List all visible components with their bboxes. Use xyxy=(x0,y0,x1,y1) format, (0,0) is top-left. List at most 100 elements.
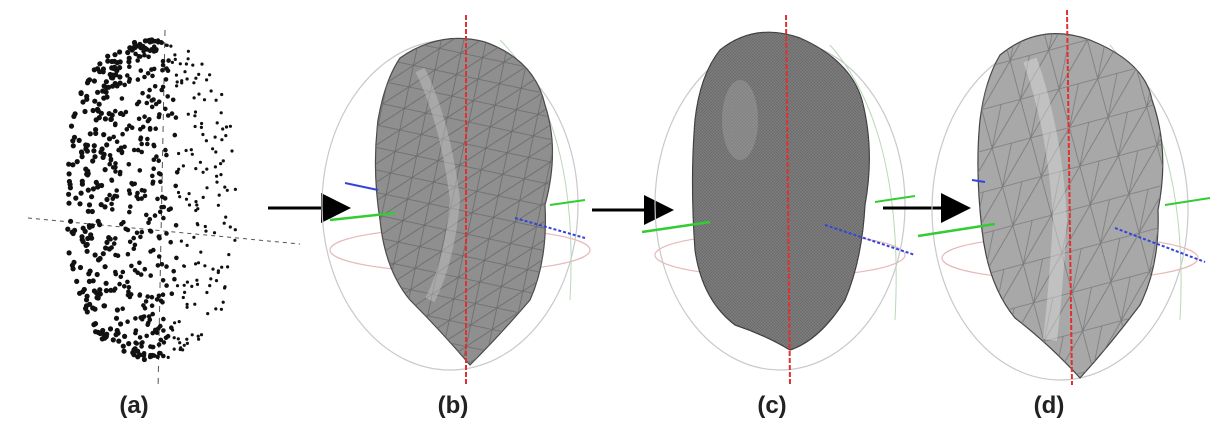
cloud-point xyxy=(148,126,153,131)
cloud-point xyxy=(145,142,150,147)
cloud-point xyxy=(130,182,135,187)
cloud-point xyxy=(133,268,138,273)
cloud-point xyxy=(109,158,114,163)
cloud-point xyxy=(120,149,125,154)
cloud-point xyxy=(196,222,199,225)
cloud-point xyxy=(104,288,109,293)
cloud-point xyxy=(71,143,76,148)
cloud-point xyxy=(191,333,194,336)
cloud-point xyxy=(217,271,220,274)
cloud-point xyxy=(190,148,193,151)
cloud-point xyxy=(81,226,86,231)
cloud-point xyxy=(192,236,195,239)
cloud-point xyxy=(134,194,139,199)
cloud-point xyxy=(105,59,110,64)
cloud-point xyxy=(175,74,178,77)
cloud-point xyxy=(119,146,124,151)
cloud-point xyxy=(143,267,148,272)
cloud-point xyxy=(226,189,229,192)
cloud-point xyxy=(114,188,119,193)
cloud-point xyxy=(93,252,98,257)
cloud-point xyxy=(175,170,180,175)
cloud-point xyxy=(180,81,183,84)
cloud-point xyxy=(97,61,102,66)
cloud-point xyxy=(77,201,82,206)
cloud-point xyxy=(200,122,203,125)
cloud-point xyxy=(220,111,223,114)
cloud-point xyxy=(185,149,188,152)
cloud-point xyxy=(171,61,174,64)
cloud-point xyxy=(164,66,169,71)
cloud-point xyxy=(73,111,78,116)
cloud-point xyxy=(161,292,166,297)
cloud-point xyxy=(79,91,84,96)
cloud-point xyxy=(128,240,133,245)
cloud-point xyxy=(112,52,117,57)
cloud-point xyxy=(163,107,168,112)
cloud-point xyxy=(126,341,131,346)
cloud-point xyxy=(132,148,137,153)
cloud-point xyxy=(101,155,106,160)
cloud-point xyxy=(135,231,140,236)
cloud-point xyxy=(211,268,214,271)
cloud-point xyxy=(158,210,163,215)
cloud-point xyxy=(196,283,199,286)
cloud-point xyxy=(155,197,160,202)
cloud-point xyxy=(127,210,132,215)
cloud-point xyxy=(151,248,156,253)
cloud-point xyxy=(200,333,203,336)
cloud-point xyxy=(224,216,227,219)
cloud-point xyxy=(136,77,141,82)
cloud-point xyxy=(84,97,89,102)
cloud-point xyxy=(139,68,144,73)
cloud-point xyxy=(197,73,200,76)
cloud-point xyxy=(148,229,153,234)
cloud-point xyxy=(90,209,95,214)
cloud-point xyxy=(92,99,97,104)
cloud-point xyxy=(116,331,121,336)
cloud-point xyxy=(203,98,206,101)
cloud-point xyxy=(177,152,180,155)
cloud-point xyxy=(126,228,131,233)
cloud-point xyxy=(223,186,226,189)
cloud-point xyxy=(173,348,176,351)
cloud-point xyxy=(65,227,70,232)
cloud-point xyxy=(234,228,237,231)
cloud-point xyxy=(200,126,203,129)
cloud-point xyxy=(168,240,173,245)
cloud-point xyxy=(115,139,120,144)
cloud-point xyxy=(125,127,130,132)
cloud-point xyxy=(125,73,130,78)
cloud-point xyxy=(104,142,109,147)
cloud-point xyxy=(91,322,96,327)
cloud-point xyxy=(183,70,186,73)
cloud-point xyxy=(186,342,189,345)
cloud-point xyxy=(142,75,147,80)
cloud-point xyxy=(187,57,190,60)
cloud-point xyxy=(155,297,160,302)
cloud-point xyxy=(145,294,150,299)
cloud-point xyxy=(158,351,163,356)
cloud-point xyxy=(122,334,127,339)
cloud-point xyxy=(93,329,98,334)
cloud-point xyxy=(121,270,126,275)
cloud-point xyxy=(150,98,155,103)
cloud-point xyxy=(93,127,98,132)
cloud-point xyxy=(180,240,183,243)
cloud-point xyxy=(127,162,132,167)
cloud-point xyxy=(153,126,158,131)
cloud-point xyxy=(87,223,92,228)
cloud-point xyxy=(173,321,176,324)
cloud-point xyxy=(107,162,112,167)
cloud-point xyxy=(186,281,189,284)
cloud-point xyxy=(174,58,177,61)
cloud-point xyxy=(150,331,155,336)
cloud-point xyxy=(210,89,213,92)
cloud-point xyxy=(135,58,140,63)
cloud-point xyxy=(183,344,186,347)
cloud-point xyxy=(80,289,85,294)
cloud-point xyxy=(160,300,165,305)
cloud-point xyxy=(183,284,186,287)
cloud-point xyxy=(131,352,136,357)
